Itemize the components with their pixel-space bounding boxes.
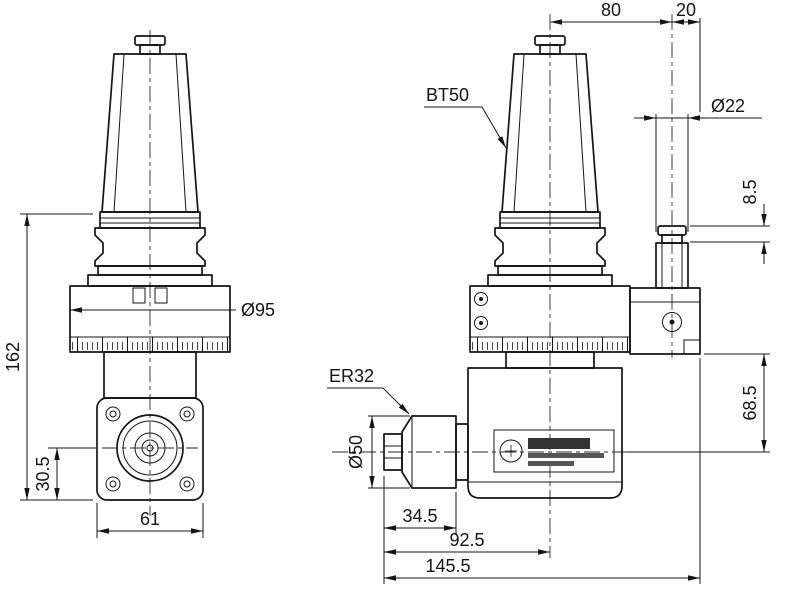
dim-34-5: 34.5 — [383, 476, 457, 584]
dim-22-label: Ø22 — [711, 96, 745, 116]
dim-50-label: Ø50 — [346, 435, 366, 469]
nameplate — [493, 429, 615, 473]
dim-95: Ø95 — [70, 300, 275, 320]
dim-92-5-label: 92.5 — [449, 530, 484, 550]
dim-68-5-label: 68.5 — [740, 385, 760, 420]
dim-162: 162 — [3, 213, 93, 501]
dim-61: 61 — [96, 503, 204, 538]
collar-slot — [154, 287, 168, 304]
dim-80: 80 — [550, 0, 672, 25]
dim-30-5: 30.5 — [33, 447, 96, 500]
dim-8-5-label: 8.5 — [740, 179, 760, 204]
graduation-scale — [71, 337, 229, 352]
dim-80-label: 80 — [601, 0, 621, 20]
dim-61-label: 61 — [140, 509, 160, 529]
arm-tab — [683, 339, 701, 355]
v-flange — [94, 227, 206, 267]
dim-68-5: 68.5 — [628, 353, 770, 453]
side-view — [332, 14, 701, 558]
dim-162-label: 162 — [3, 342, 23, 372]
dim-95-label: Ø95 — [241, 300, 275, 320]
er32-label: ER32 — [329, 366, 374, 386]
dim-8-5: 8.5 — [690, 179, 770, 264]
dim-22: Ø22 — [634, 96, 762, 232]
dim-50: Ø50 — [346, 415, 410, 489]
brand-logo-icon — [499, 439, 523, 463]
clamp-screws — [474, 292, 488, 330]
dim-145-5: 145.5 — [384, 358, 701, 584]
bt50-taper-cone — [101, 53, 199, 213]
dim-20: 20 — [672, 0, 701, 112]
dim-30-5-label: 30.5 — [33, 456, 53, 491]
stop-pin-body — [655, 242, 689, 289]
dim-92-5: 92.5 — [384, 530, 550, 555]
front-view — [69, 30, 231, 516]
spindle-nose-front — [102, 414, 198, 482]
graduation-scale — [471, 337, 629, 352]
corner-screws — [105, 406, 195, 492]
collet-nose — [383, 433, 403, 471]
label-er32: ER32 — [327, 366, 410, 415]
gear-head-body — [467, 367, 623, 499]
arm-screw — [662, 312, 682, 332]
stop-arm-block — [629, 287, 701, 355]
dim-145-5-label: 145.5 — [425, 556, 470, 576]
dim-34-5-label: 34.5 — [402, 506, 437, 526]
v-flange — [494, 227, 606, 267]
dim-20-label: 20 — [676, 0, 696, 20]
label-bt50: BT50 — [424, 85, 507, 149]
face-plate — [96, 397, 204, 501]
collar-slot — [132, 287, 146, 304]
bt50-label: BT50 — [426, 85, 469, 105]
